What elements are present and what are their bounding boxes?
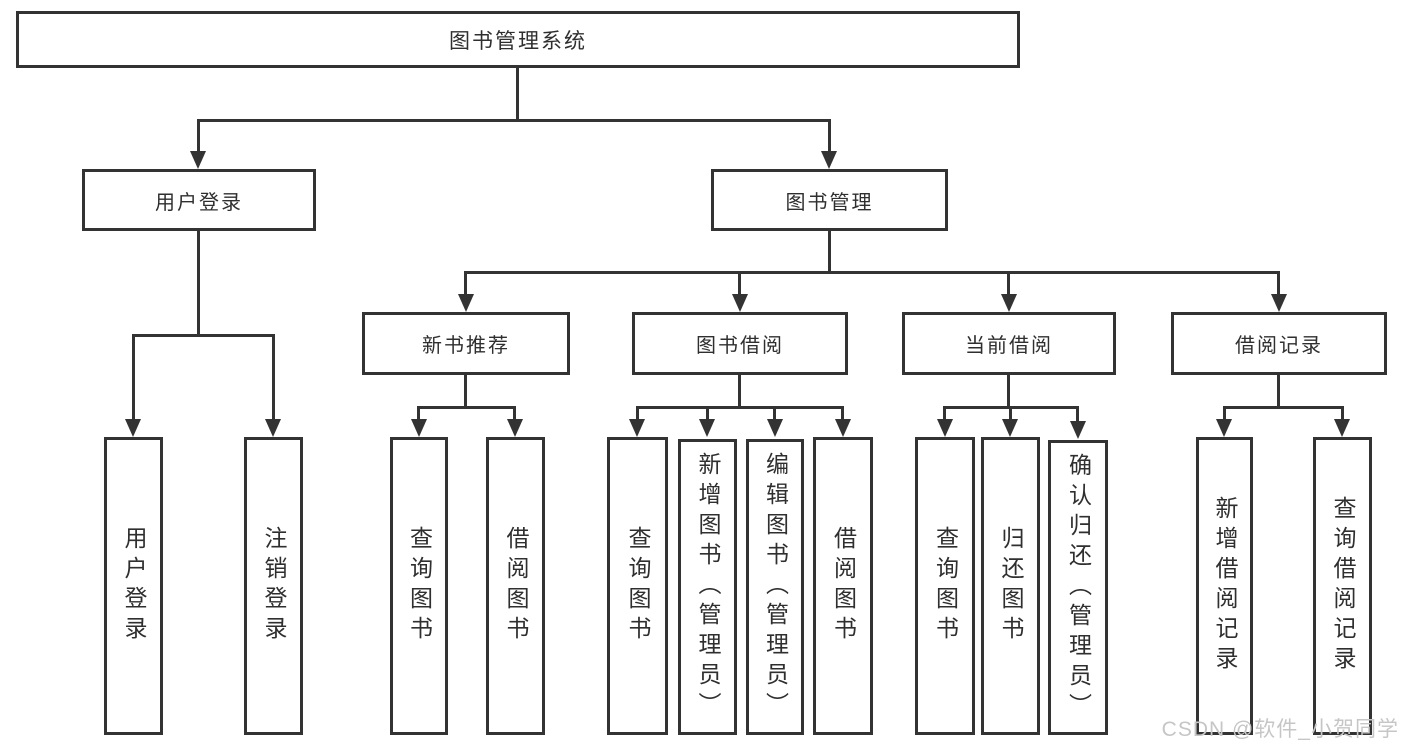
node-label: 图书借阅 xyxy=(696,335,784,357)
connector-line xyxy=(417,406,516,409)
node-label: 编辑图书（管理员） xyxy=(762,452,789,722)
node-borrowing-records: 借阅记录 xyxy=(1171,312,1387,375)
node-borrow-book-recommend: 借阅图书 xyxy=(486,437,545,735)
node-label: 新增图书（管理员） xyxy=(695,452,721,722)
arrow-down-icon xyxy=(732,294,748,312)
arrow-down-icon xyxy=(265,419,281,437)
node-label: 当前借阅 xyxy=(965,335,1053,357)
node-label: 借阅记录 xyxy=(1235,335,1323,357)
connector-line xyxy=(841,406,844,421)
arrow-down-icon xyxy=(937,419,953,437)
node-label: 新增借阅记录 xyxy=(1212,496,1238,676)
connector-line xyxy=(943,406,946,421)
node-book-borrowing: 图书借阅 xyxy=(632,312,848,375)
connector-line xyxy=(828,119,831,152)
csdn-watermark: CSDN @软件_小贺同学 xyxy=(1161,718,1399,741)
node-label: 图书管理系统 xyxy=(449,29,587,53)
node-label: 归还图书 xyxy=(998,526,1024,646)
node-label: 查询图书 xyxy=(625,526,651,646)
arrow-down-icon xyxy=(767,419,783,437)
connector-line xyxy=(738,375,741,409)
node-query-borrow-record: 查询借阅记录 xyxy=(1313,437,1372,735)
arrow-down-icon xyxy=(629,419,645,437)
connector-line xyxy=(272,334,275,420)
node-confirm-return-admin: 确认归还（管理员） xyxy=(1048,440,1108,735)
arrow-down-icon xyxy=(821,151,837,169)
connector-line xyxy=(197,231,200,337)
connector-line xyxy=(1277,271,1280,296)
arrow-down-icon xyxy=(1002,419,1018,437)
connector-line xyxy=(773,406,776,421)
connector-line xyxy=(1277,375,1280,409)
arrow-down-icon xyxy=(458,294,474,312)
node-library-management-system: 图书管理系统 xyxy=(16,11,1020,68)
node-label: 注销登录 xyxy=(261,526,287,646)
node-label: 新书推荐 xyxy=(422,335,510,357)
arrow-down-icon xyxy=(507,419,523,437)
node-label: 用户登录 xyxy=(121,526,147,646)
node-logout-leaf: 注销登录 xyxy=(244,437,303,735)
connector-line xyxy=(706,406,709,421)
connector-line xyxy=(464,271,1280,274)
node-query-book-current: 查询图书 xyxy=(915,437,975,735)
node-user-login: 用户登录 xyxy=(82,169,316,231)
node-label: 查询借阅记录 xyxy=(1330,496,1356,676)
connector-line xyxy=(197,119,831,122)
connector-line xyxy=(464,271,467,296)
node-user-login-leaf: 用户登录 xyxy=(104,437,163,735)
node-book-management: 图书管理 xyxy=(711,169,948,231)
connector-line xyxy=(513,406,516,421)
connector-line xyxy=(828,231,831,274)
node-add-book-admin: 新增图书（管理员） xyxy=(678,439,737,735)
arrow-down-icon xyxy=(1216,419,1232,437)
node-borrow-book: 借阅图书 xyxy=(813,437,873,735)
arrow-down-icon xyxy=(699,419,715,437)
connector-line xyxy=(197,119,200,152)
node-new-book-recommend: 新书推荐 xyxy=(362,312,570,375)
arrow-down-icon xyxy=(835,419,851,437)
arrow-down-icon xyxy=(1001,294,1017,312)
node-label: 用户登录 xyxy=(155,191,243,214)
connector-line xyxy=(516,68,519,121)
connector-line xyxy=(738,271,741,296)
node-current-borrowing: 当前借阅 xyxy=(902,312,1116,375)
node-label: 借阅图书 xyxy=(503,526,529,646)
node-label: 查询图书 xyxy=(406,526,433,646)
connector-line xyxy=(1007,271,1010,296)
node-label: 图书管理 xyxy=(785,191,874,214)
arrow-down-icon xyxy=(1070,421,1086,439)
connector-line xyxy=(1009,406,1012,421)
node-label: 借阅图书 xyxy=(830,526,857,646)
connector-line xyxy=(417,406,420,421)
arrow-down-icon xyxy=(1271,294,1287,312)
node-label: 确认归还（管理员） xyxy=(1065,452,1092,723)
node-label: 查询图书 xyxy=(932,526,959,646)
connector-line xyxy=(636,406,844,409)
connector-line xyxy=(636,406,639,421)
node-edit-book-admin: 编辑图书（管理员） xyxy=(746,439,804,735)
connector-line xyxy=(1223,406,1226,421)
connector-line xyxy=(1223,406,1344,409)
connector-line xyxy=(132,334,275,337)
connector-line xyxy=(132,334,135,420)
connector-line xyxy=(1007,375,1010,409)
node-query-book-recommend: 查询图书 xyxy=(390,437,448,735)
arrow-down-icon xyxy=(411,419,427,437)
arrow-down-icon xyxy=(125,419,141,437)
node-return-book: 归还图书 xyxy=(981,437,1040,735)
arrow-down-icon xyxy=(190,151,206,169)
arrow-down-icon xyxy=(1334,419,1350,437)
connector-line xyxy=(464,375,467,409)
node-query-book-borrow: 查询图书 xyxy=(607,437,668,735)
connector-line xyxy=(1341,406,1344,421)
connector-line xyxy=(1076,406,1079,421)
node-add-borrow-record: 新增借阅记录 xyxy=(1196,437,1253,735)
